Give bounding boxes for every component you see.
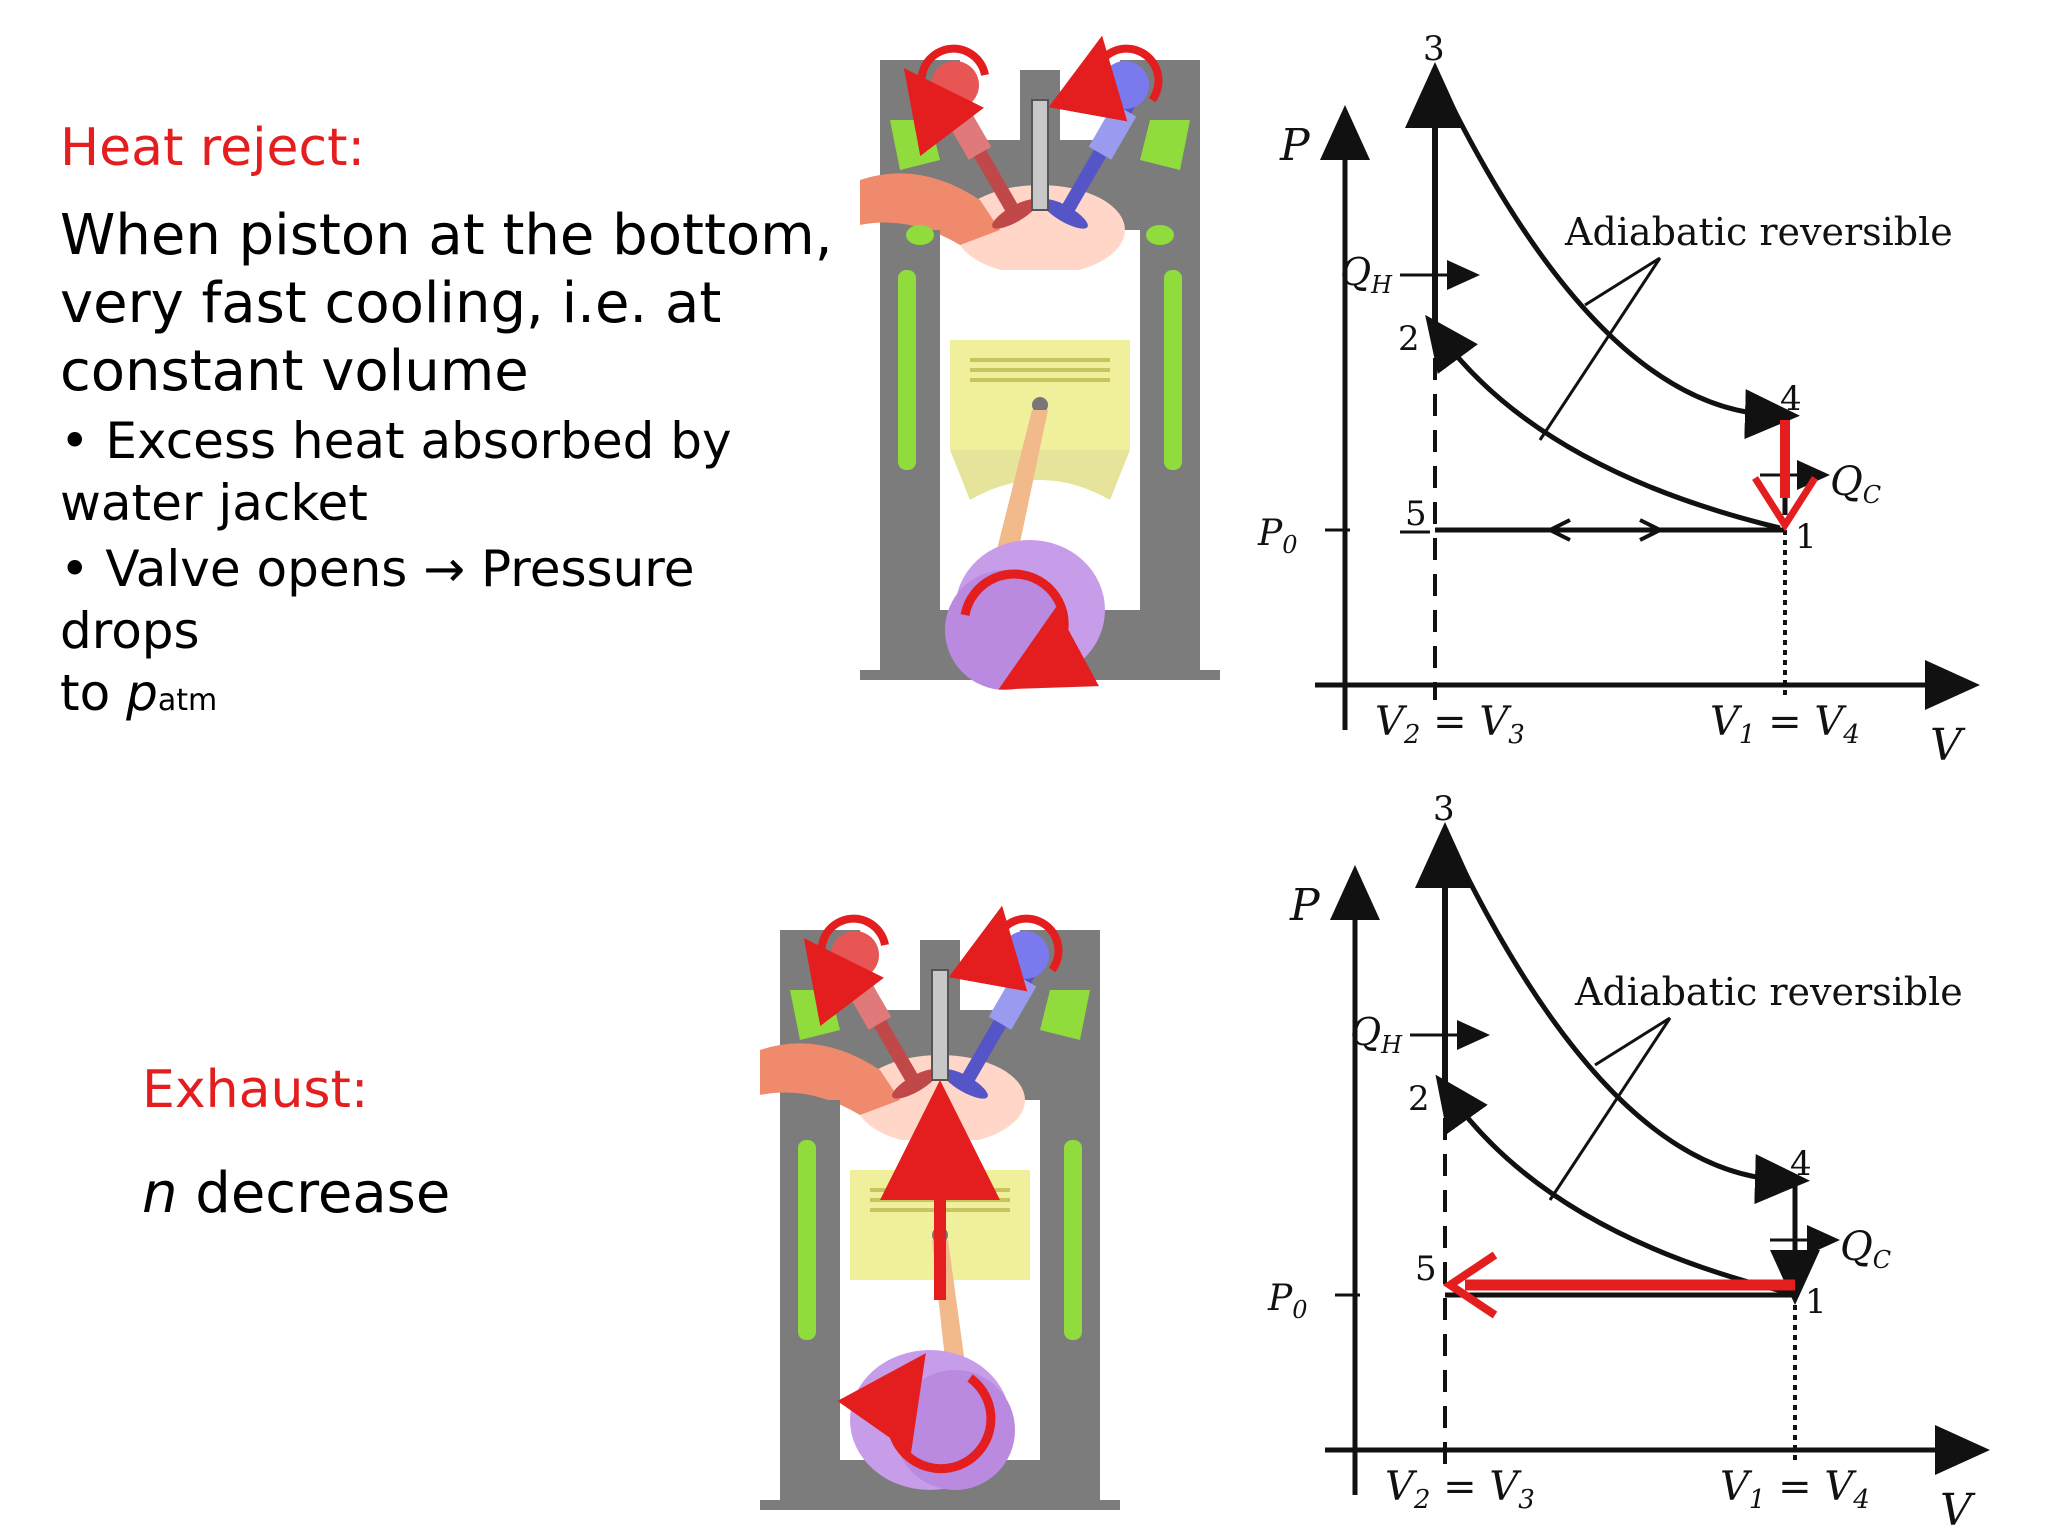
point-2: 2 <box>1398 319 1420 359</box>
p-symbol: p <box>126 664 158 722</box>
crank-rotation-arrow <box>960 569 1100 690</box>
point-1: 1 <box>1805 1282 1827 1322</box>
heat-reject-line-3: constant volume <box>60 339 529 404</box>
curve-3-4 <box>1437 80 1800 440</box>
decrease-text: decrease <box>177 1161 451 1226</box>
crank-rotation-arrow <box>837 1353 996 1474</box>
pv-diagram-bottom: P V P0 QH QC Adiabatic reversible 3 2 4 … <box>1267 789 1990 1536</box>
qh-label: QH <box>1340 250 1393 299</box>
point-3: 3 <box>1423 29 1445 69</box>
v1-v4-label: V1 = V4 <box>1710 699 1860 750</box>
spark-plug <box>1031 99 1049 211</box>
adiabatic-label: Adiabatic reversible <box>1574 970 1963 1014</box>
exhaust-port <box>860 173 1000 245</box>
qc-label: QC <box>1830 459 1881 509</box>
heat-reject-section: Heat reject: When piston at the bottom, … <box>60 118 840 732</box>
point-2: 2 <box>1408 1079 1430 1119</box>
heat-reject-line-1: When piston at the bottom, <box>60 203 833 268</box>
cam-rotation-arrow-left <box>903 44 989 157</box>
to-text: to <box>60 664 127 722</box>
bullet-excess-heat: • Excess heat absorbed by <box>60 412 732 470</box>
engine-diagram-bottom <box>760 905 1120 1510</box>
point-5: 5 <box>1415 1249 1437 1289</box>
p0-label: P0 <box>1267 1278 1308 1324</box>
spark-plug <box>931 969 949 1081</box>
pv-diagram-top: P V P0 QH QC Adiabatic reversible 3 2 4 … <box>1257 29 1980 771</box>
exhaust-cam <box>831 931 879 979</box>
water-jacket-right <box>1164 270 1182 470</box>
cam-rotation-arrow-right <box>1048 35 1163 122</box>
exhaust-cam <box>931 61 979 109</box>
adiabatic-label: Adiabatic reversible <box>1564 210 1953 254</box>
bullet-excess-heat-cont: water jacket <box>60 474 368 532</box>
red-arrowhead-1-5 <box>1442 1251 1498 1319</box>
heat-reject-heading: Heat reject: <box>60 118 366 178</box>
water-jacket-right <box>1064 1140 1082 1340</box>
p0-label: P0 <box>1257 513 1298 559</box>
point-4: 4 <box>1780 379 1802 419</box>
atm-subscript: atm <box>157 683 218 718</box>
point-5: 5 <box>1405 494 1427 534</box>
point-3: 3 <box>1433 789 1455 829</box>
p-axis-label: P <box>1279 120 1311 171</box>
curve-1-2 <box>1425 314 1781 531</box>
n-symbol: n <box>142 1161 178 1226</box>
red-arrowhead-4-1 <box>1752 476 1818 532</box>
water-jacket-left <box>898 270 916 470</box>
intake-cam <box>1101 61 1149 109</box>
qc-label: QC <box>1840 1224 1891 1274</box>
v1-v4-label: V1 = V4 <box>1720 1464 1870 1515</box>
qh-label: QH <box>1350 1010 1403 1059</box>
combustion-glow <box>955 185 1125 275</box>
v-axis-label: V <box>1940 1485 1976 1536</box>
v2-v3-label: V2 = V3 <box>1375 699 1525 750</box>
head-water-jacket-right <box>1140 120 1190 170</box>
p-axis-label: P <box>1289 880 1321 931</box>
point-4: 4 <box>1790 1144 1812 1184</box>
exhaust-port <box>760 1043 900 1115</box>
engine-diagram-top <box>860 35 1220 690</box>
wrist-pin <box>1032 397 1048 413</box>
bullet-valve-opens: • Valve opens → Pressure drops <box>60 540 695 660</box>
exhaust-section: Exhaust: n decrease <box>142 1060 742 1228</box>
v2-v3-label: V2 = V3 <box>1385 1464 1535 1515</box>
water-jacket-left <box>798 1140 816 1340</box>
point-1: 1 <box>1795 517 1817 557</box>
bullet-valve-opens-cont: to patm <box>60 662 840 732</box>
v-axis-label: V <box>1930 720 1966 771</box>
heat-reject-line-2: very fast cooling, i.e. at <box>60 271 722 336</box>
exhaust-heading: Exhaust: <box>142 1060 369 1120</box>
exhaust-desc: n decrease <box>142 1160 742 1228</box>
intake-cam <box>1001 931 1049 979</box>
